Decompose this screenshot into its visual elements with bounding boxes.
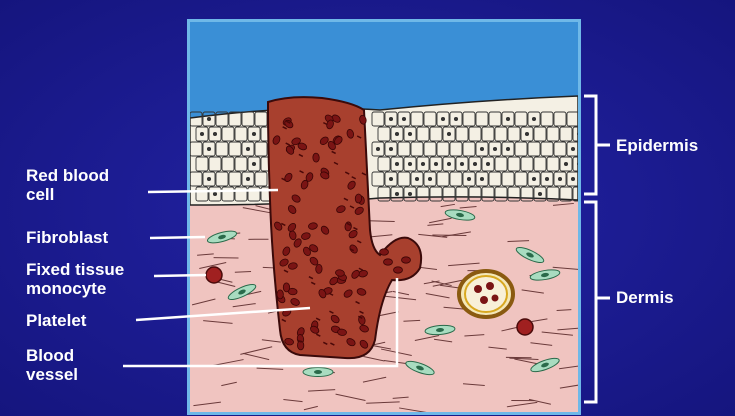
- label-platelet: Platelet: [26, 311, 86, 330]
- cell-nucleus: [538, 192, 541, 195]
- label-blood-vessel: Blood vessel: [26, 346, 78, 384]
- label-fixed-tissue-monocyte: Fixed tissue monocyte: [26, 260, 124, 298]
- red-blood-cell: [394, 267, 403, 273]
- blood-vessel-wall: [465, 276, 507, 312]
- cell-nucleus: [408, 162, 411, 165]
- cell-nucleus: [506, 147, 509, 150]
- red-blood-cell: [283, 283, 290, 292]
- cell-nucleus: [571, 177, 574, 180]
- cell-nucleus: [532, 177, 535, 180]
- cell-nucleus: [558, 177, 561, 180]
- cell-nucleus: [421, 162, 424, 165]
- cell-nucleus: [493, 147, 496, 150]
- cell-nucleus: [246, 147, 249, 150]
- cell-nucleus: [545, 177, 548, 180]
- cell-nucleus: [252, 162, 255, 165]
- cell-nucleus: [402, 117, 405, 120]
- cell-nucleus: [246, 177, 249, 180]
- pointer-fibroblast: [150, 237, 205, 238]
- red-blood-cell: [384, 259, 393, 265]
- cell-nucleus: [571, 147, 574, 150]
- cell-nucleus: [408, 192, 411, 195]
- cell-nucleus: [454, 117, 457, 120]
- cell-nucleus: [207, 177, 210, 180]
- fibroblast-nucleus: [314, 370, 322, 374]
- red-blood-cell: [277, 290, 284, 299]
- cell-nucleus: [213, 132, 216, 135]
- dermis-bracket: [584, 202, 596, 402]
- cell-nucleus: [213, 192, 216, 195]
- epidermis-bracket: [584, 96, 596, 194]
- monocyte: [517, 319, 533, 335]
- red-blood-cell: [315, 264, 322, 273]
- cell-nucleus: [434, 162, 437, 165]
- cell-nucleus: [252, 132, 255, 135]
- cell-nucleus: [395, 132, 398, 135]
- cell-nucleus: [447, 162, 450, 165]
- cell-nucleus: [480, 147, 483, 150]
- pointer-monocyte: [154, 275, 206, 276]
- red-blood-cell: [402, 257, 411, 263]
- cell-nucleus: [395, 192, 398, 195]
- cell-nucleus: [207, 117, 210, 120]
- label-red-blood-cell: Red blood cell: [26, 166, 109, 204]
- cell-nucleus: [395, 162, 398, 165]
- cell-nucleus: [486, 162, 489, 165]
- cell-nucleus: [460, 162, 463, 165]
- cell-nucleus: [525, 132, 528, 135]
- collagen-fiber: [432, 235, 466, 236]
- cell-nucleus: [480, 177, 483, 180]
- fibroblast: [303, 368, 333, 377]
- collagen-fiber: [235, 272, 251, 273]
- cell-nucleus: [200, 132, 203, 135]
- cell-nucleus: [389, 177, 392, 180]
- cell-nucleus: [506, 117, 509, 120]
- label-fibroblast: Fibroblast: [26, 228, 108, 247]
- cell-nucleus: [415, 177, 418, 180]
- cell-nucleus: [564, 162, 567, 165]
- cell-nucleus: [441, 117, 444, 120]
- red-blood-cell: [380, 249, 389, 255]
- cell-nucleus: [389, 147, 392, 150]
- cell-nucleus: [389, 117, 392, 120]
- cell-nucleus: [428, 177, 431, 180]
- cell-nucleus: [532, 117, 535, 120]
- cell-nucleus: [467, 177, 470, 180]
- cell-nucleus: [207, 147, 210, 150]
- cell-nucleus: [473, 162, 476, 165]
- monocyte: [206, 267, 222, 283]
- cell-nucleus: [447, 132, 450, 135]
- brackets: [584, 96, 610, 402]
- label-epidermis: Epidermis: [616, 136, 698, 155]
- cell-nucleus: [376, 147, 379, 150]
- red-blood-cell: [355, 194, 362, 203]
- cell-nucleus: [408, 132, 411, 135]
- label-dermis: Dermis: [616, 288, 674, 307]
- red-blood-cell: [313, 153, 320, 162]
